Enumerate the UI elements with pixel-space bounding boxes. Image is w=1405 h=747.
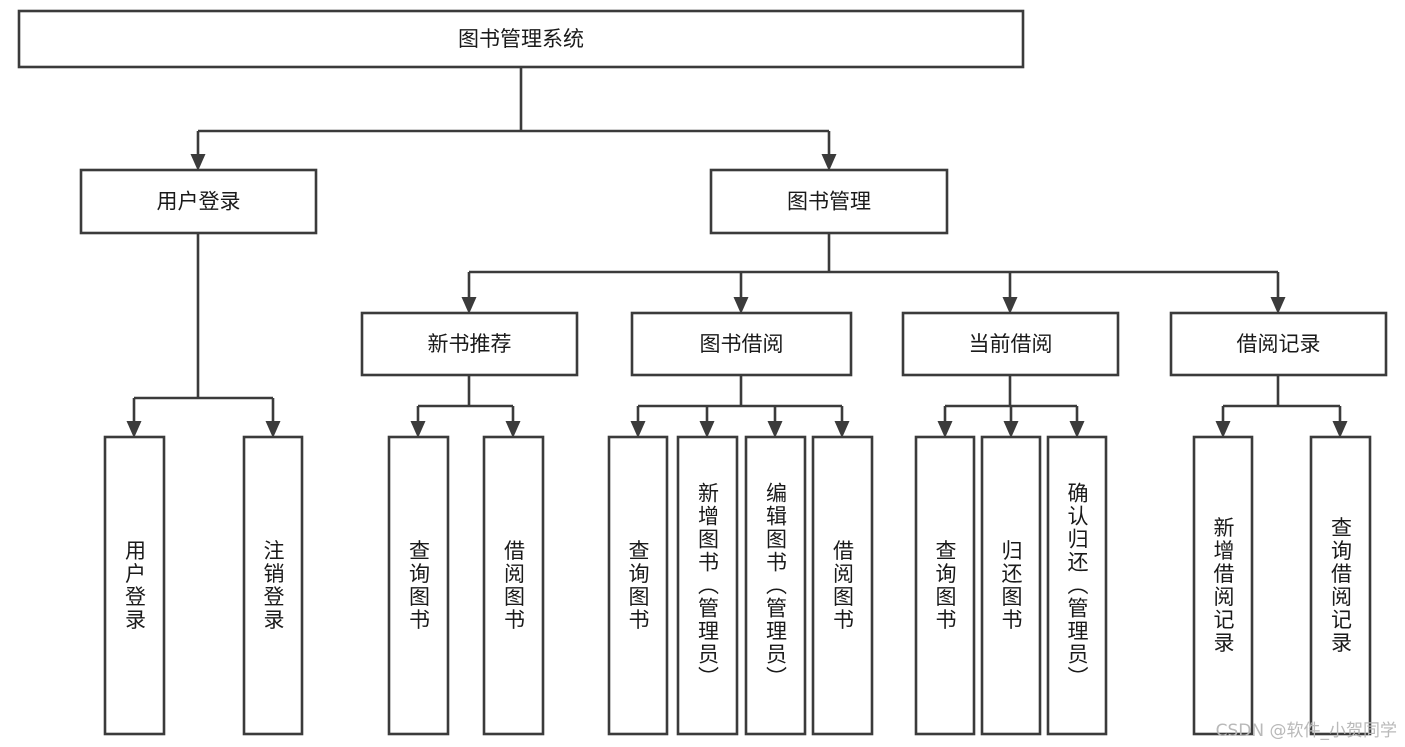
node-box[interactable] — [676, 435, 739, 736]
node-box[interactable] — [360, 311, 579, 377]
arrow-head-icon — [821, 154, 837, 171]
node-label: 借阅图书 — [831, 540, 855, 632]
node-label: 确认归还（管理员） — [1065, 482, 1089, 689]
csdn-watermark: CSDN @软件_小贺同学 — [1215, 721, 1397, 741]
node-leaf-borrow-book-2[interactable]: 借阅图书 — [811, 435, 874, 736]
node-book-manage[interactable]: 图书管理 — [709, 168, 949, 235]
node-user-login[interactable]: 用户登录 — [79, 168, 318, 235]
node-box[interactable] — [79, 168, 318, 235]
node-box[interactable] — [103, 435, 166, 736]
arrow-head-icon — [834, 421, 850, 438]
node-label: 归还图书 — [999, 540, 1023, 632]
conn-new-book-rec — [410, 375, 521, 438]
node-box[interactable] — [387, 435, 450, 736]
arrow-head-icon — [1069, 421, 1085, 438]
node-label: 查询借阅记录 — [1329, 517, 1353, 655]
node-current-borrow[interactable]: 当前借阅 — [901, 311, 1120, 377]
node-label: 新增借阅记录 — [1211, 517, 1235, 655]
node-box[interactable] — [630, 311, 853, 377]
node-leaf-query-record[interactable]: 查询借阅记录 — [1309, 435, 1372, 736]
node-leaf-query-book-3[interactable]: 查询图书 — [914, 435, 976, 736]
node-new-book-rec[interactable]: 新书推荐 — [360, 311, 579, 377]
node-label: 新增图书（管理员） — [696, 482, 720, 689]
arrow-head-icon — [1002, 297, 1018, 314]
node-label: 用户登录 — [157, 190, 241, 214]
node-label: 图书管理 — [787, 190, 871, 214]
node-label: 查询图书 — [933, 540, 957, 632]
arrow-head-icon — [699, 421, 715, 438]
arrow-head-icon — [937, 421, 953, 438]
arrow-head-icon — [410, 421, 426, 438]
arrow-head-icon — [733, 297, 749, 314]
node-leaf-edit-book[interactable]: 编辑图书（管理员） — [744, 435, 807, 736]
node-leaf-user-login[interactable]: 用户登录 — [103, 435, 166, 736]
node-label: 图书借阅 — [700, 332, 784, 356]
arrow-head-icon — [1270, 297, 1286, 314]
node-book-borrow[interactable]: 图书借阅 — [630, 311, 853, 377]
node-box[interactable] — [242, 435, 304, 736]
arrow-head-icon — [1215, 421, 1231, 438]
node-leaf-confirm-return[interactable]: 确认归还（管理员） — [1046, 435, 1108, 736]
node-leaf-query-book-2[interactable]: 查询图书 — [607, 435, 669, 736]
node-box[interactable] — [980, 435, 1042, 736]
conn-book-manage — [461, 233, 1286, 314]
node-label: 图书管理系统 — [458, 27, 584, 51]
node-leaf-query-book-1[interactable]: 查询图书 — [387, 435, 450, 736]
arrow-head-icon — [265, 421, 281, 438]
node-label: 用户登录 — [123, 540, 147, 632]
node-box[interactable] — [1192, 435, 1254, 736]
node-box[interactable] — [607, 435, 669, 736]
conn-current-borrow — [937, 375, 1085, 438]
node-borrow-record[interactable]: 借阅记录 — [1169, 311, 1388, 377]
arrow-head-icon — [1003, 421, 1019, 438]
node-label: 新书推荐 — [428, 332, 512, 356]
node-label: 查询图书 — [626, 540, 650, 632]
arrow-head-icon — [630, 421, 646, 438]
node-leaf-user-logout[interactable]: 注销登录 — [242, 435, 304, 736]
connectors-layer — [126, 67, 1348, 438]
node-label: 借阅图书 — [502, 540, 526, 632]
conn-root — [190, 67, 837, 171]
arrow-head-icon — [1332, 421, 1348, 438]
node-box[interactable] — [1169, 311, 1388, 377]
node-label: 注销登录 — [261, 540, 285, 632]
node-label: 查询图书 — [407, 540, 431, 632]
node-box[interactable] — [709, 168, 949, 235]
node-box[interactable] — [1046, 435, 1108, 736]
node-label: 当前借阅 — [969, 332, 1053, 356]
node-leaf-borrow-book-1[interactable]: 借阅图书 — [482, 435, 545, 736]
arrow-head-icon — [505, 421, 521, 438]
conn-book-borrow — [630, 375, 850, 438]
node-label: 编辑图书（管理员） — [764, 482, 788, 689]
conn-borrow-record — [1215, 375, 1348, 438]
node-box[interactable] — [914, 435, 976, 736]
arrow-head-icon — [767, 421, 783, 438]
arrow-head-icon — [461, 297, 477, 314]
arrow-head-icon — [126, 421, 142, 438]
conn-user-login — [126, 233, 281, 438]
node-box[interactable] — [811, 435, 874, 736]
node-box[interactable] — [17, 9, 1025, 69]
node-box[interactable] — [482, 435, 545, 736]
node-box[interactable] — [1309, 435, 1372, 736]
node-label: 借阅记录 — [1237, 332, 1321, 356]
node-box[interactable] — [744, 435, 807, 736]
nodes-layer: 图书管理系统用户登录图书管理新书推荐图书借阅当前借阅借阅记录用户登录注销登录查询… — [17, 9, 1388, 736]
node-leaf-add-record[interactable]: 新增借阅记录 — [1192, 435, 1254, 736]
node-leaf-add-book[interactable]: 新增图书（管理员） — [676, 435, 739, 736]
arrow-head-icon — [190, 154, 206, 171]
node-root[interactable]: 图书管理系统 — [17, 9, 1025, 69]
node-leaf-return-book[interactable]: 归还图书 — [980, 435, 1042, 736]
node-box[interactable] — [901, 311, 1120, 377]
